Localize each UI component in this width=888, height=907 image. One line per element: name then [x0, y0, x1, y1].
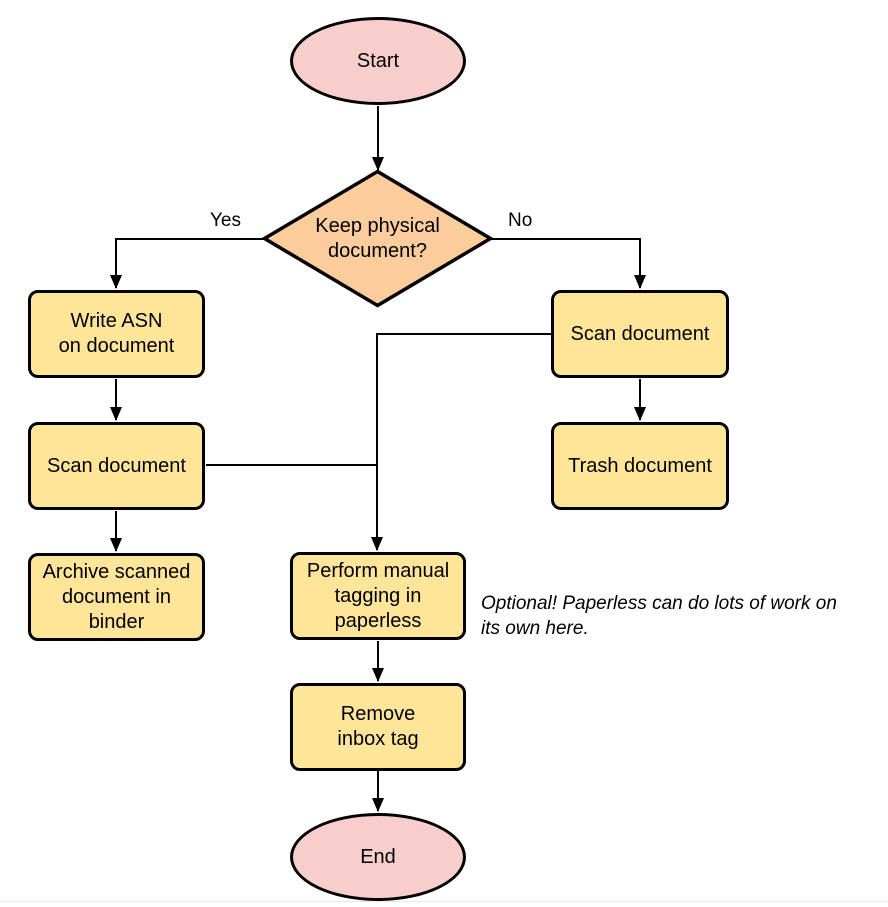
node-manual-tagging-label: Perform manual tagging in paperless: [306, 559, 450, 632]
edge-label-yes: Yes: [208, 210, 243, 232]
node-remove-inbox-tag-label: Remove inbox tag: [337, 703, 419, 750]
node-scan-document-right: Scan document: [551, 290, 729, 378]
edge-decision-yes: [110, 238, 265, 289]
node-write-asn-label: Write ASN on document: [58, 310, 175, 357]
node-end-label: End: [360, 845, 396, 868]
edge-label-no: No: [506, 210, 535, 232]
edge-decision-no: [491, 238, 646, 289]
decision-diamond-shape: [261, 169, 494, 308]
node-trash-document: Trash document: [551, 422, 729, 510]
edge-scanright-to-tagging: [371, 333, 551, 551]
node-end: End: [290, 813, 466, 901]
node-start-label: Start: [356, 49, 400, 72]
node-trash-document-label: Trash document: [568, 454, 712, 477]
node-remove-inbox-tag: Remove inbox tag: [290, 683, 466, 771]
bottom-divider: [0, 901, 888, 902]
node-scan-document-right-label: Scan document: [570, 322, 710, 345]
node-manual-tagging: Perform manual tagging in paperless: [290, 552, 466, 640]
node-scan-document-left: Scan document: [28, 422, 205, 510]
node-write-asn: Write ASN on document: [28, 290, 205, 378]
node-decision-label: Keep physical document?: [315, 215, 440, 262]
node-scan-document-left-label: Scan document: [47, 454, 186, 477]
node-archive-binder: Archive scanned document in binder: [28, 553, 205, 641]
node-decision: Keep physical document?: [285, 200, 470, 278]
node-start: Start: [290, 17, 466, 105]
node-archive-binder-label: Archive scanned document in binder: [42, 560, 191, 633]
optional-note: Optional! Paperless can do lots of work …: [481, 593, 837, 639]
